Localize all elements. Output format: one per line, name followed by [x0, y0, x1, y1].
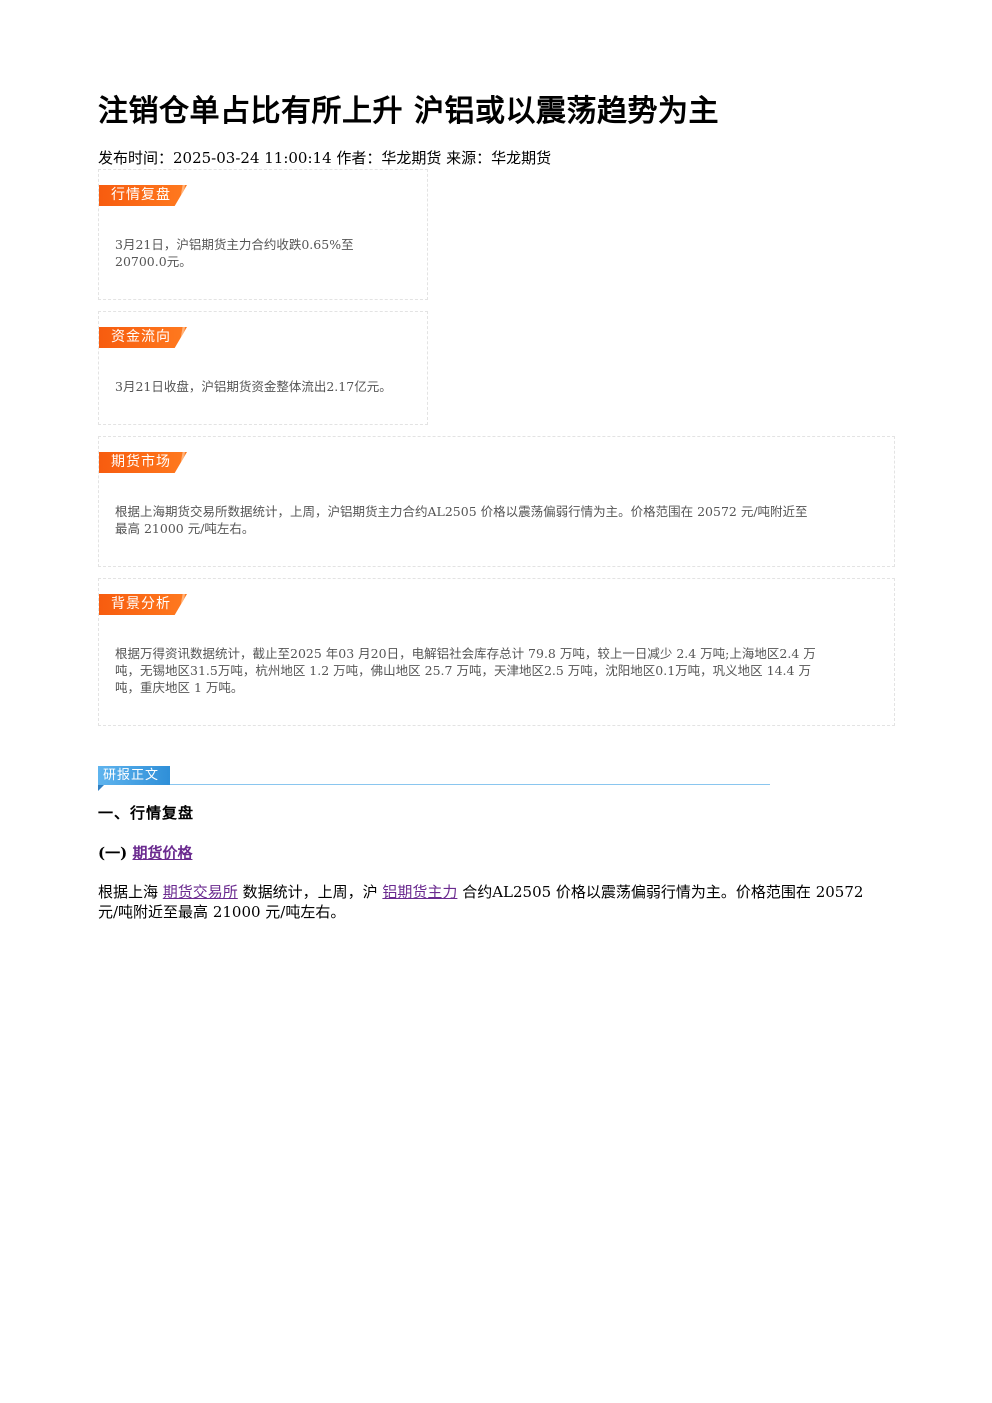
card-market-review: 行情复盘 3月21日，沪铝期货主力合约收跌0.65%至 20700.0元。 [98, 169, 428, 300]
card-fund-flow: 资金流向 3月21日收盘，沪铝期货资金整体流出2.17亿元。 [98, 311, 428, 425]
card-tag: 期货市场 [99, 452, 187, 473]
subsection-number: (一) [98, 844, 128, 862]
card-text: 根据万得资讯数据统计，截止至2025 年03 月20日，电解铝社会库存总计 79… [115, 646, 816, 695]
report-banner: 研报正文 [98, 766, 770, 792]
card-text: 3月21日，沪铝期货主力合约收跌0.65%至 20700.0元。 [115, 237, 354, 269]
article-title: 注销仓单占比有所上升 沪铝或以震荡趋势为主 [98, 94, 719, 129]
report-paragraph: 根据上海 期货交易所 数据统计，上周，沪 铝期货主力 合约AL2505 价格以震… [98, 883, 864, 921]
report-banner-label: 研报正文 [98, 766, 170, 785]
section-heading: 一、行情复盘 [98, 804, 195, 822]
card-background-analysis: 背景分析 根据万得资讯数据统计，截止至2025 年03 月20日，电解铝社会库存… [98, 578, 895, 726]
card-tag: 资金流向 [99, 327, 187, 348]
aluminum-futures-link[interactable]: 铝期货主力 [382, 883, 458, 901]
card-tag: 背景分析 [99, 594, 187, 615]
card-tag: 行情复盘 [99, 185, 187, 206]
card-futures-market: 期货市场 根据上海期货交易所数据统计，上周，沪铝期货主力合约AL2505 价格以… [98, 436, 895, 567]
subsection-heading: (一) 期货价格 [98, 842, 192, 863]
futures-price-link[interactable]: 期货价格 [132, 844, 193, 862]
card-text: 3月21日收盘，沪铝期货资金整体流出2.17亿元。 [115, 379, 392, 394]
futures-exchange-link[interactable]: 期货交易所 [162, 883, 238, 901]
card-text: 根据上海期货交易所数据统计，上周，沪铝期货主力合约AL2505 价格以震荡偏弱行… [115, 504, 808, 536]
banner-divider [170, 784, 770, 785]
article-meta: 发布时间：2025-03-24 11:00:14 作者：华龙期货 来源：华龙期货 [98, 149, 552, 167]
banner-notch [98, 785, 104, 791]
